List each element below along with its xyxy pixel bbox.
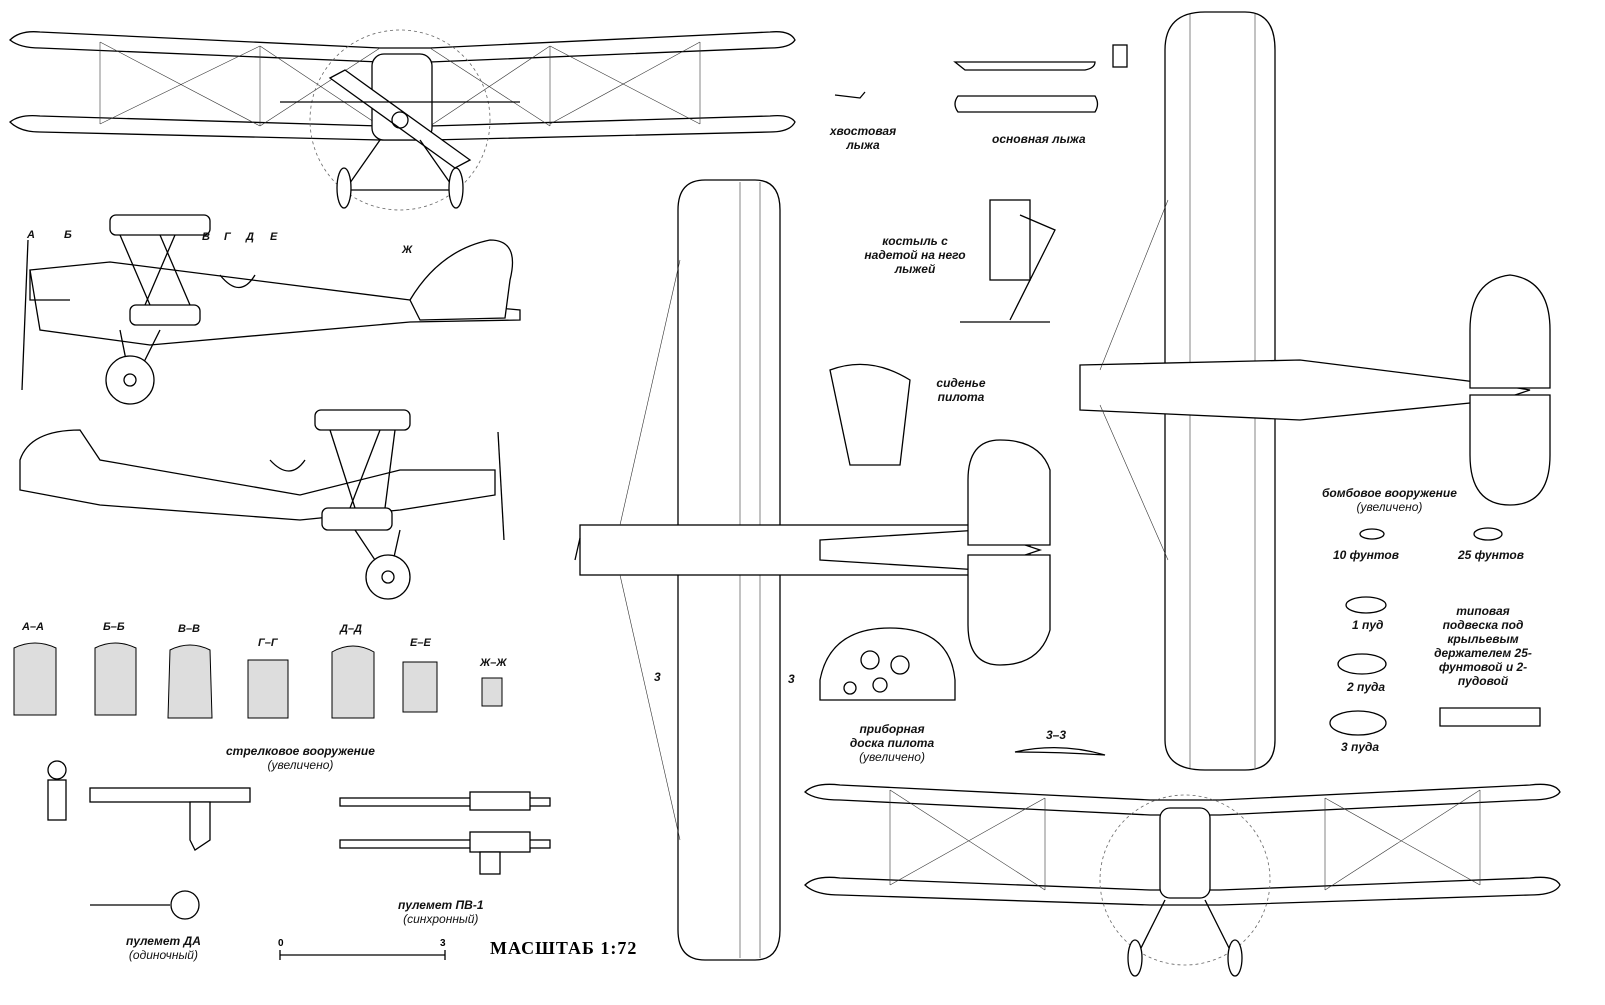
section-letter-v: В [202,231,210,243]
section-letter-a: А [27,229,35,241]
plan-view-center [574,179,1051,961]
cut-mark-right: 3 [788,672,795,686]
fuselage-sections [13,642,503,719]
section-label-a-a: А–А [22,621,45,633]
scale-bar [279,950,446,960]
plan-view-right [1079,11,1551,771]
label-mg-pv1: пулемет ПВ-1 (синхронный) [398,898,484,926]
label-bomb-armament: бомбовое вооружение (увеличено) [1322,486,1457,514]
front-view-top [9,29,796,211]
mg-pv1-note: (синхронный) [403,912,479,926]
label-bomb-1pud: 1 пуд [1352,618,1384,632]
section-letter-e: Е [270,231,278,243]
label-rack-note: типовая подвеска под крыльевым держателе… [1434,604,1532,688]
section-letter-zh: Ж [402,244,413,256]
label-bomb-10: 10 фунтов [1333,548,1400,562]
side-view-right [19,409,505,600]
side-view-left [21,214,521,405]
scale-three: 3 [440,938,446,949]
label-bomb-25: 25 фунтов [1458,548,1525,562]
ski-parts [829,44,1128,466]
bomb-armament-title: бомбовое вооружение [1322,486,1457,500]
label-section-3-3: 3–3 [1046,728,1067,742]
label-pilot-seat: сиденье пилота [936,376,986,404]
section-label-d-d: Д–Д [340,623,363,635]
instrument-panel-drawing [819,627,956,701]
label-small-arms: стрелковое вооружение (увеличено) [226,744,375,772]
cut-mark-left: 3 [654,670,661,684]
label-main-ski: основная лыжа [992,132,1086,146]
label-bomb-3pud: 3 пуда [1341,740,1380,754]
small-arms-note: (увеличено) [267,758,334,772]
section-letter-d: Д [246,231,254,243]
machine-guns [47,760,551,920]
mg-da-note: (одиночный) [128,948,198,962]
small-arms-title: стрелковое вооружение [226,744,375,758]
instrument-panel-title: приборная доска пилота [849,722,935,750]
section-label-zh-zh: Ж–Ж [480,657,507,669]
bomb-armament-note: (увеличено) [1356,500,1423,514]
scale-zero: 0 [278,938,284,949]
label-mg-da: пулемет ДА (одиночный) [126,934,201,962]
mg-da-title: пулемет ДА [126,934,201,948]
label-bomb-2pud: 2 пуда [1347,680,1386,694]
section-letter-g: Г [224,231,231,243]
label-crutch-ski: костыль с надетой на него лыжей [864,234,966,276]
bomb-drawings [1329,527,1541,736]
front-view-bottom [804,783,1561,977]
section-label-b-b: Б–Б [103,621,125,633]
scale-title: МАСШТАБ 1:72 [490,938,638,958]
section-label-v-v: В–В [178,623,201,635]
airfoil-3-3 [1014,747,1106,756]
mg-pv1-title: пулемет ПВ-1 [398,898,484,912]
section-letter-b: Б [64,229,72,241]
label-tail-ski: хвостовая лыжа [829,124,897,152]
section-label-g-g: Г–Г [258,637,278,649]
instrument-panel-note: (увеличено) [859,750,925,764]
label-instrument-panel: приборная доска пилота (увеличено) [846,722,938,764]
section-label-e-e: Е–Е [410,637,431,649]
